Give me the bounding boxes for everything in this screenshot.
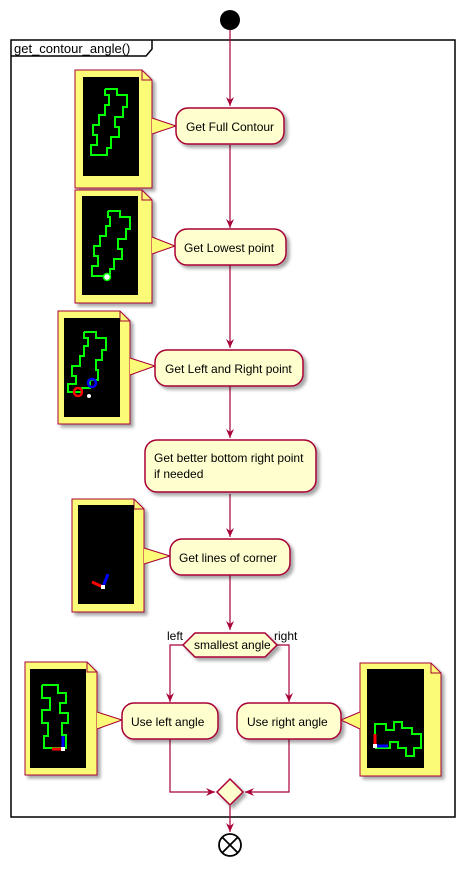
activity-use-right-angle (236, 702, 342, 740)
activity-label: Get Full Contour (186, 120, 274, 134)
note-use-right-angle (340, 662, 442, 777)
activity-label: if needed (154, 467, 203, 481)
note-use-left-angle (24, 661, 123, 776)
start-node (220, 10, 240, 30)
activity-label: Get lines of corner (179, 551, 277, 565)
contour-shape (90, 88, 128, 156)
lowest-point-marker (87, 394, 91, 398)
note-left-right-point (57, 310, 156, 425)
activity-use-left-angle (121, 702, 219, 740)
decision-node (181, 632, 279, 658)
function-frame: get_contour_angle() (10, 39, 456, 818)
activity-label: Use right angle (247, 715, 328, 729)
note-lowest-point (74, 189, 176, 304)
activity-get-better-point (144, 439, 317, 493)
lowest-point-marker (102, 272, 112, 282)
branch-right-label: right (274, 629, 298, 643)
branch-left-label: left (167, 629, 184, 643)
right-line (101, 573, 110, 588)
contour-shape (41, 684, 69, 749)
left-point-marker (72, 386, 84, 398)
contour-image (83, 77, 139, 176)
contour-shape (374, 721, 422, 757)
right-point-marker (86, 377, 98, 389)
merge-node (215, 777, 245, 807)
note-lines-of-corner (71, 498, 171, 613)
activity-get-lowest-point (174, 228, 287, 266)
activity-label: Get Left and Right point (165, 362, 292, 376)
end-node (218, 833, 242, 857)
flow-arrows (166, 30, 293, 832)
activity-get-left-right-point (154, 349, 304, 387)
activity-label: Get Lowest point (184, 241, 275, 255)
corner-image (78, 505, 134, 604)
decision-label: smallest angle (194, 638, 271, 652)
contour-image (367, 669, 424, 768)
contour-image (30, 669, 86, 768)
note-full-contour (74, 69, 177, 189)
activity-label: Get better bottom right point (154, 451, 304, 465)
activity-label: Use left angle (131, 715, 205, 729)
activity-get-lines-of-corner (169, 538, 291, 576)
contour-image (64, 318, 120, 417)
frame-title: get_contour_angle() (14, 41, 130, 56)
